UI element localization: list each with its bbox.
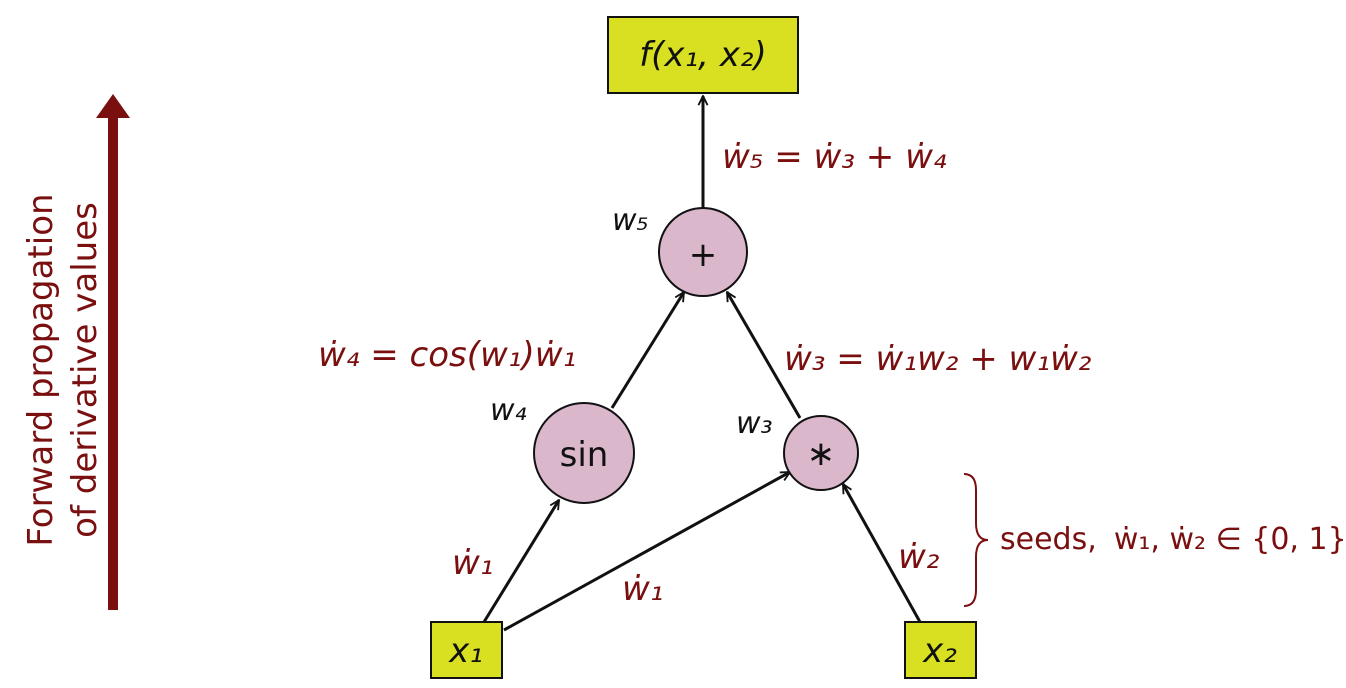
seeds-note: seeds, ẇ₁, ẇ₂ ∈ {0, 1} bbox=[1000, 522, 1346, 557]
input-node-x1-label: x₁ bbox=[448, 631, 483, 671]
side-label-line2: of derivative values bbox=[65, 202, 105, 538]
plus-node: + w₅ bbox=[612, 203, 748, 297]
output-node: f(x₁, x₂) bbox=[607, 16, 799, 94]
edge-label-w2: ẇ₂ bbox=[898, 537, 940, 577]
sin-node-op: sin bbox=[560, 435, 609, 475]
input-node-x1: x₁ bbox=[430, 621, 503, 679]
side-label-line1: Forward propagation bbox=[21, 193, 61, 546]
edge-x1-to-sin bbox=[482, 500, 561, 623]
input-node-x2-label: x₂ bbox=[922, 631, 957, 671]
edge-sin-to-plus bbox=[610, 292, 686, 409]
edge-label-w5: ẇ₅ = ẇ₃ + ẇ₄ bbox=[722, 137, 947, 177]
seeds-brace bbox=[963, 473, 989, 607]
mult-node-name: w₃ bbox=[736, 406, 773, 441]
seeds-expression: ẇ₁, ẇ₂ ∈ {0, 1} bbox=[1114, 522, 1346, 557]
forward-propagation-arrow bbox=[96, 94, 130, 610]
edge-mult-to-plus bbox=[725, 292, 802, 419]
edge-x2-to-mult bbox=[841, 484, 922, 623]
output-node-label: f(x₁, x₂) bbox=[639, 35, 767, 75]
seeds-prefix: seeds, bbox=[1000, 522, 1097, 557]
mult-node-op: ∗ bbox=[807, 434, 836, 474]
edge-label-w3: ẇ₃ = ẇ₁w₂ + w₁ẇ₂ bbox=[784, 339, 1092, 379]
side-label: Forward propagation of derivative values bbox=[21, 193, 105, 546]
edge-x1-to-mult bbox=[503, 470, 790, 632]
input-node-x2: x₂ bbox=[904, 621, 977, 679]
plus-node-op: + bbox=[689, 235, 718, 275]
sin-node-name: w₄ bbox=[490, 393, 527, 428]
edge-label-w4: ẇ₄ = cos(w₁)ẇ₁ bbox=[318, 335, 576, 375]
mult-node: ∗ w₃ bbox=[736, 406, 859, 491]
edge-label-w1-left: ẇ₁ bbox=[452, 543, 493, 583]
sin-node: sin w₄ bbox=[490, 393, 635, 504]
plus-node-name: w₅ bbox=[612, 203, 649, 238]
edge-label-w1-diagonal: ẇ₁ bbox=[622, 569, 663, 609]
edges bbox=[482, 96, 922, 632]
